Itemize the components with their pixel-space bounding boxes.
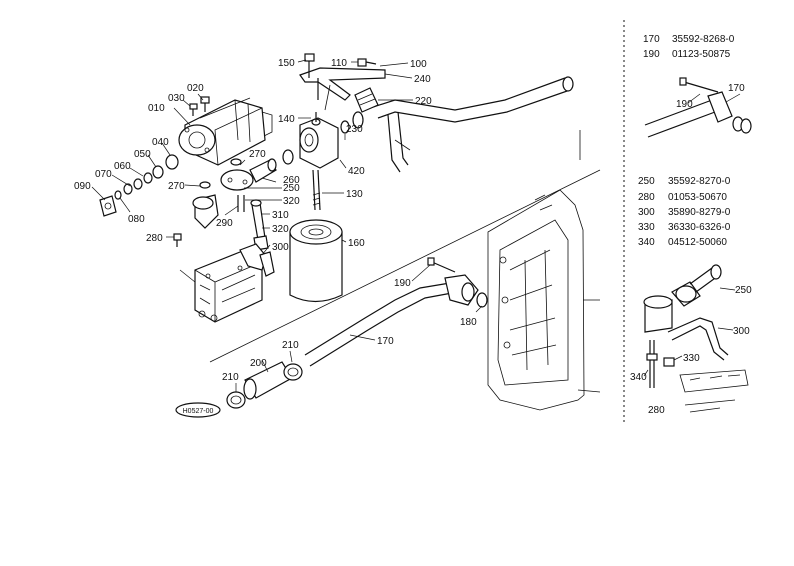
- bolt-110: [357, 58, 377, 67]
- ref-no-170: 170: [643, 34, 660, 45]
- hydraulic-pump: [178, 97, 273, 166]
- inset-filter-pipe: 250 300 330 340 280: [630, 264, 752, 416]
- callout-100: 100: [410, 59, 427, 70]
- callout-110: 110: [331, 58, 347, 69]
- callout-200: 200: [250, 358, 267, 369]
- clamp-210a: [226, 391, 246, 409]
- flange-elbow: [199, 158, 277, 191]
- callout-070: 070: [95, 169, 112, 180]
- ref-part-330: 36330-6326-0: [668, 222, 731, 233]
- bracket-100: [299, 67, 386, 111]
- callout-280: 280: [146, 233, 163, 244]
- callout-220: 220: [415, 96, 432, 107]
- callout-030: 030: [168, 93, 185, 104]
- ref-part-340: 04512-50060: [668, 237, 727, 248]
- ref-no-330: 330: [638, 222, 655, 233]
- inset-callout-330: 330: [683, 353, 700, 364]
- pipe-220: [369, 76, 574, 173]
- callout-260: 260: [283, 175, 300, 186]
- ref-no-280: 280: [638, 192, 655, 203]
- callout-040: 040: [152, 137, 169, 148]
- clamp-210b: [283, 363, 303, 381]
- inset-callout-300: 300: [733, 326, 750, 337]
- callout-210b: 210: [282, 340, 299, 351]
- callout-270b: 270: [168, 181, 185, 192]
- hose-200: [243, 361, 293, 400]
- callout-labels: 010 020 030 040 050 060 070 080 090 100 …: [74, 58, 477, 383]
- ref-part-300: 35890-8279-0: [668, 207, 731, 218]
- ref-part-170: 35592-8268-0: [672, 34, 735, 45]
- callout-190: 190: [394, 278, 411, 289]
- inset-callout-250: 250: [735, 285, 752, 296]
- ref-no-340: 340: [638, 237, 655, 248]
- ref-part-280: 01053-50670: [668, 192, 727, 203]
- callout-320a: 320: [283, 196, 300, 207]
- callout-250: 250: [283, 183, 300, 194]
- callout-300: 300: [272, 242, 289, 253]
- callout-170: 170: [377, 336, 394, 347]
- ref-no-250: 250: [638, 176, 655, 187]
- frame-line: [209, 169, 601, 363]
- callout-160: 160: [348, 238, 365, 249]
- leader-lines: [91, 59, 483, 392]
- filter-160: [289, 219, 343, 303]
- reference-table-top: 170 35592-8268-0 190 01123-50875: [643, 34, 735, 60]
- inset-callout-170: 170: [728, 83, 745, 94]
- bolt-020: [200, 96, 210, 112]
- ref-no-190: 190: [643, 49, 660, 60]
- reference-table-bottom: 250 35592-8270-0 280 01053-50670 300 358…: [638, 176, 731, 248]
- pipe-310: [250, 199, 269, 251]
- callout-230: 230: [346, 124, 363, 135]
- callout-060: 060: [114, 161, 131, 172]
- ref-part-250: 35592-8270-0: [668, 176, 731, 187]
- inset-callout-340: 340: [630, 372, 647, 383]
- bolt-150: [304, 53, 315, 78]
- callout-210a: 210: [222, 372, 239, 383]
- pipe-170: [304, 257, 488, 367]
- inset-callout-190: 190: [676, 99, 693, 110]
- callout-320b: 320: [272, 224, 289, 235]
- callout-150: 150: [278, 58, 295, 69]
- callout-140: 140: [278, 114, 295, 125]
- drawing-id-stamp: H0527-00: [175, 402, 221, 418]
- control-valve: [194, 243, 275, 323]
- callout-310: 310: [272, 210, 289, 221]
- elbow-290: [192, 194, 245, 229]
- callout-180: 180: [460, 317, 477, 328]
- callout-270a: 270: [249, 149, 266, 160]
- transmission-housing: [487, 189, 601, 411]
- filter-head: [282, 111, 364, 169]
- callout-020: 020: [187, 83, 204, 94]
- fitting-stack: [99, 154, 179, 217]
- callout-420: 420: [348, 166, 365, 177]
- ref-no-300: 300: [638, 207, 655, 218]
- callout-090: 090: [74, 181, 91, 192]
- ref-part-190: 01123-50875: [672, 49, 731, 60]
- callout-050: 050: [134, 149, 151, 160]
- bolt-280: [173, 233, 182, 247]
- callout-080: 080: [128, 214, 145, 225]
- hose-240: [354, 87, 379, 113]
- drawing-id-text: H0527-00: [183, 408, 214, 415]
- inset-callout-280: 280: [648, 405, 665, 416]
- bolt-030: [189, 103, 198, 116]
- stud-130: [312, 169, 321, 211]
- callout-010: 010: [148, 103, 165, 114]
- callout-240: 240: [414, 74, 431, 85]
- callout-130: 130: [346, 189, 363, 200]
- callout-290: 290: [216, 218, 233, 229]
- inset-pipe-170: 190 170: [644, 77, 752, 138]
